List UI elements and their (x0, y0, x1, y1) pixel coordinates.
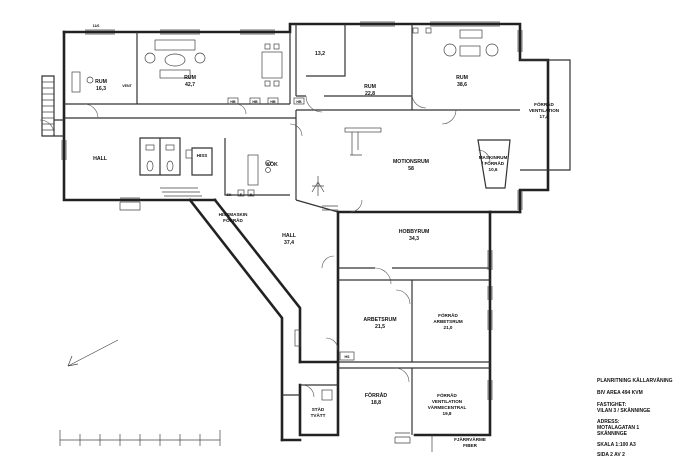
room-area: 21,5 (375, 324, 385, 330)
room-name-line2: VENTILATION (529, 108, 560, 113)
top-dimension-label: 11/6 (93, 24, 100, 28)
room-name: HISSMASKIN (219, 212, 249, 217)
vent-tag: VENT (122, 84, 132, 88)
room-labels: 11/6 RUM 16,3 VENT RUM 42,7 13,2 RUM 22,… (93, 24, 560, 418)
room-name: ARBETSRUM (363, 317, 396, 323)
room-name: HISS (197, 153, 208, 158)
info-skala: SKALA 1:100 A3 (597, 442, 636, 448)
fiber-label: FJÄRRVÄRME FIBER (454, 436, 486, 448)
room-area: 21,0 (444, 325, 453, 330)
entry-ramp (41, 75, 64, 137)
room-area: 10,6 (489, 167, 498, 172)
info-sida: SIDA 2 AV 2 (597, 452, 625, 458)
hb-tag: HB (230, 100, 236, 104)
door-swings (39, 93, 491, 398)
room-name-line3: VÄRMECENTRAL (428, 404, 467, 410)
room-name: RUM (456, 75, 468, 81)
fiber-line1: FJÄRRVÄRME (454, 436, 486, 442)
info-adress1: MOTALAGATAN 1 (597, 425, 639, 431)
f-tag: F (240, 193, 243, 197)
room-area: 42,7 (185, 82, 195, 88)
room-area: 13,2 (315, 51, 325, 57)
room-name: RUM (184, 75, 196, 81)
info-adress-label: ADRESS: (597, 419, 620, 425)
room-name: FÖRRÅD (438, 312, 458, 318)
room-name: MASKINRUM (479, 155, 508, 160)
hb-tag: HB (296, 100, 302, 104)
sk-tag: SK (227, 193, 232, 197)
info-fastighet-label: FASTIGHET: (597, 402, 627, 408)
room-name-line2: VENTILATION (432, 399, 463, 404)
fixture-tags: HB HB HB HB SK F K HS (227, 97, 351, 359)
room-name: HOBBYRUM (399, 229, 430, 235)
room-name: FÖRRÅD (365, 392, 387, 399)
k-tag: K (250, 193, 253, 197)
info-block: PLANRITNING KÄLLARVÅNING BIV AREA 494 KV… (597, 377, 673, 458)
room-area: 22,8 (365, 91, 375, 97)
furniture (71, 27, 499, 401)
room-name-line2: TVÄTT (311, 412, 326, 418)
scale-bar (59, 430, 221, 446)
info-adress2: SKÄNNINGE (597, 430, 628, 437)
room-area: 18,8 (371, 400, 381, 406)
room-name: HALL (282, 233, 297, 239)
room-area: 17,4 (540, 114, 549, 119)
room-name-line2: FÖRRÅD (223, 217, 243, 223)
room-name-line2: ARBETSRUM (433, 319, 463, 324)
room-name: STÄD (312, 406, 325, 412)
hb-tag: HB (270, 100, 276, 104)
vent-extension (520, 59, 571, 171)
info-area: BIV AREA 494 KVM (597, 390, 643, 396)
room-name: RUM (364, 84, 376, 90)
room-name: HALL (93, 156, 108, 162)
windows (61, 21, 523, 444)
info-title: PLANRITNING KÄLLARVÅNING (597, 377, 673, 384)
room-name: RUM (95, 79, 107, 85)
hb-tag: HB (252, 100, 258, 104)
fiber-line2: FIBER (463, 443, 477, 448)
room-area: 16,3 (96, 86, 106, 92)
room-area: 34,3 (409, 236, 419, 242)
hs-tag: HS (345, 355, 351, 359)
room-area: 19,8 (443, 411, 452, 416)
room-name: FÖRRÅD (534, 101, 554, 107)
room-area: 58 (408, 166, 414, 172)
north-arrow-icon (67, 339, 119, 367)
room-name-line2: / FÖRRÅD (482, 160, 505, 166)
room-area: 38,6 (457, 82, 467, 88)
room-name: KÖK (266, 161, 278, 168)
room-name: MOTIONSRUM (393, 159, 429, 165)
info-fastighet: VILAN 3 / SKÄNNINGE (597, 407, 651, 414)
room-area: 37,4 (284, 240, 294, 246)
room-name: FÖRRÅD (437, 392, 457, 398)
interior-walls (64, 24, 520, 435)
